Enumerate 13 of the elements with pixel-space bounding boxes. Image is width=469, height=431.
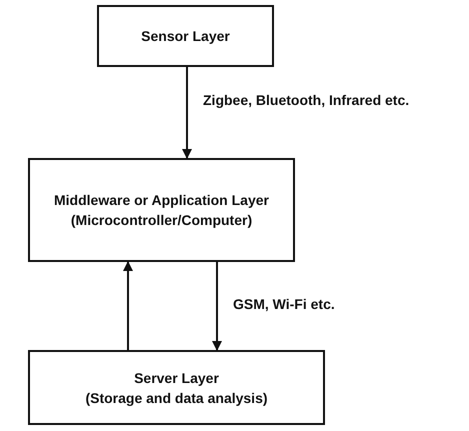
- edge-label: GSM, Wi-Fi etc.: [233, 296, 335, 312]
- arrow: [123, 261, 133, 350]
- layer-title: Middleware or Application Layer: [54, 192, 269, 208]
- arrow: [182, 67, 192, 159]
- layer-title: Sensor Layer: [141, 28, 230, 44]
- arrow: [212, 262, 222, 351]
- layer-subtitle: (Microcontroller/Computer): [70, 212, 252, 228]
- edge-label: Zigbee, Bluetooth, Infrared etc.: [203, 92, 410, 108]
- layer-box: [28, 158, 295, 262]
- layer-box: [97, 5, 274, 67]
- layer-subtitle: (Storage and data analysis): [85, 390, 268, 406]
- layer-box: [28, 350, 325, 425]
- layer-title: Server Layer: [134, 370, 219, 386]
